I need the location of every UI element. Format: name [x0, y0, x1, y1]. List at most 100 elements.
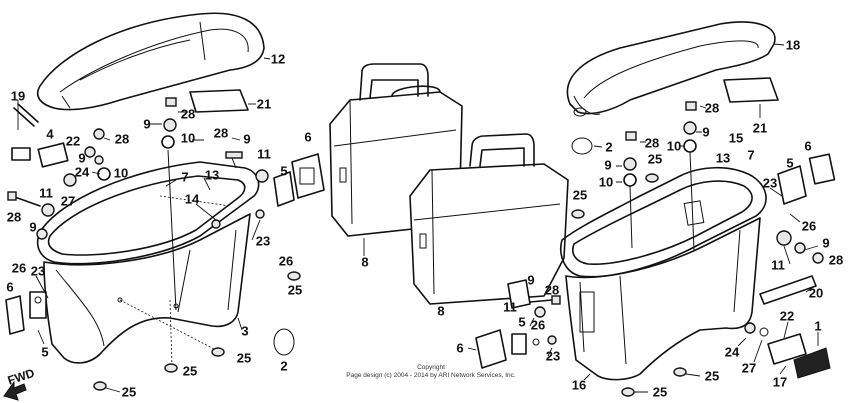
callout-part-28: 28 — [213, 125, 229, 141]
callout-part-27: 27 — [741, 360, 757, 376]
callout-part-10: 10 — [598, 174, 614, 190]
callout-part-23: 23 — [762, 175, 778, 191]
copyright-notice: Copyright Page design (c) 2004 - 2014 by… — [336, 364, 526, 380]
callout-part-18: 18 — [785, 37, 801, 53]
left-case-rim — [36, 161, 260, 265]
callout-part-13: 13 — [204, 167, 220, 183]
callout-part-25: 25 — [647, 151, 663, 167]
travel-case-part-8-front — [409, 133, 569, 305]
callout-part-17: 17 — [772, 374, 788, 390]
callout-part-5: 5 — [280, 163, 288, 179]
callout-part-3: 3 — [241, 323, 249, 339]
callout-part-11: 11 — [257, 146, 271, 162]
callout-part-7: 7 — [181, 169, 189, 185]
callout-part-25: 25 — [182, 363, 198, 379]
left-lid-part-12 — [36, 12, 271, 111]
left-grommets-part-25 — [93, 271, 301, 393]
callout-part-6: 6 — [456, 340, 464, 356]
callout-part-7: 7 — [747, 147, 755, 163]
callout-part-24: 24 — [74, 164, 90, 180]
callout-part-9: 9 — [527, 272, 535, 288]
callout-part-6: 6 — [804, 138, 812, 154]
callout-part-11: 11 — [39, 185, 53, 201]
callout-part-1: 1 — [814, 318, 822, 334]
callout-part-25: 25 — [287, 282, 303, 298]
left-case-body-part-3 — [43, 213, 251, 367]
lens-part-2-left — [273, 328, 295, 356]
callout-part-25: 25 — [572, 187, 588, 203]
callout-part-9: 9 — [143, 116, 151, 132]
callout-part-9: 9 — [78, 150, 86, 166]
callout-part-10: 10 — [180, 130, 196, 146]
callout-part-5: 5 — [786, 155, 794, 171]
callout-part-26: 26 — [11, 260, 27, 276]
callout-part-28: 28 — [544, 282, 560, 298]
callout-part-11: 11 — [771, 257, 785, 273]
callout-part-20: 20 — [808, 285, 824, 301]
callout-part-26: 26 — [530, 317, 546, 333]
callout-part-27: 27 — [60, 193, 76, 209]
callout-part-28: 28 — [644, 135, 660, 151]
callout-part-14: 14 — [184, 191, 200, 207]
callout-part-2: 2 — [280, 358, 288, 374]
callout-part-25: 25 — [236, 350, 252, 366]
callout-part-25: 25 — [121, 384, 137, 400]
callout-part-8: 8 — [437, 303, 445, 319]
left-hardware — [7, 97, 265, 311]
callout-part-26: 26 — [801, 218, 817, 234]
callout-part-28: 28 — [828, 252, 844, 268]
callout-part-24: 24 — [724, 344, 740, 360]
callout-part-23: 23 — [545, 348, 561, 364]
right-lock-hardware — [467, 279, 561, 369]
callout-part-21: 21 — [256, 96, 272, 112]
callout-part-26: 26 — [278, 253, 294, 269]
callout-part-28: 28 — [6, 209, 22, 225]
right-case-body-part-16 — [565, 217, 761, 381]
right-grommets-part-25 — [571, 173, 701, 397]
callout-part-9: 9 — [604, 157, 612, 173]
callout-part-5: 5 — [518, 314, 526, 330]
callout-part-4: 4 — [46, 126, 54, 142]
callout-part-9: 9 — [702, 124, 710, 140]
copyright-line-1: Copyright — [417, 364, 445, 371]
callout-part-21: 21 — [752, 120, 768, 136]
callout-part-23: 23 — [30, 263, 46, 279]
callout-part-6: 6 — [304, 129, 312, 145]
callout-part-9: 9 — [29, 219, 37, 235]
callout-part-16: 16 — [571, 377, 587, 393]
right-lid-part-18 — [566, 21, 785, 117]
rod-part-19 — [13, 103, 39, 127]
lens-part-2-right — [571, 137, 593, 155]
callout-part-23: 23 — [255, 233, 271, 249]
left-lock-part-6 — [5, 275, 49, 345]
callout-part-5: 5 — [41, 344, 49, 360]
callout-part-11: 11 — [503, 299, 517, 315]
callout-part-15: 15 — [728, 130, 744, 146]
forward-arrow-icon — [3, 380, 27, 401]
right-pad-part-21 — [723, 77, 779, 103]
callout-part-28: 28 — [180, 106, 196, 122]
callout-part-10: 10 — [666, 138, 682, 154]
callout-part-19: 19 — [10, 88, 26, 104]
callout-part-9: 9 — [822, 235, 830, 251]
right-reflector-part-1 — [737, 321, 831, 379]
callout-part-8: 8 — [361, 254, 369, 270]
callout-part-10: 10 — [113, 165, 129, 181]
callout-part-2: 2 — [605, 139, 613, 155]
right-hardware — [616, 101, 836, 305]
callout-part-22: 22 — [779, 308, 795, 324]
left-pad-part-21 — [189, 89, 249, 113]
left-hinge-part-6 — [225, 151, 325, 207]
copyright-line-2: Page design (c) 2004 - 2014 by ARI Netwo… — [346, 372, 516, 379]
callout-part-13: 13 — [715, 150, 731, 166]
callout-part-25: 25 — [704, 368, 720, 384]
callout-part-9: 9 — [243, 131, 251, 147]
callout-part-28: 28 — [704, 100, 720, 116]
callout-part-12: 12 — [270, 51, 286, 67]
callout-part-25: 25 — [652, 384, 668, 400]
callout-part-28: 28 — [114, 131, 130, 147]
callout-part-22: 22 — [65, 133, 81, 149]
callout-part-6: 6 — [6, 279, 14, 295]
